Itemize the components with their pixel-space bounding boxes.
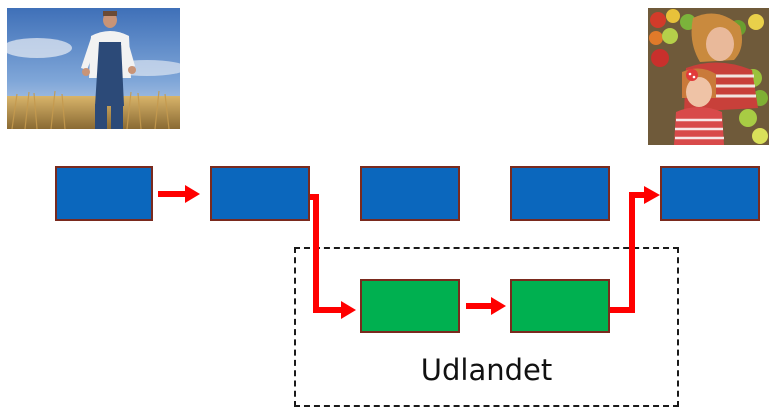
arrowhead-abroad1 [341, 301, 356, 319]
arrowhead-chain5 [644, 186, 660, 204]
chain-step-2 [210, 166, 310, 221]
arrow-chain2-to-abroad1 [310, 194, 343, 313]
arrow-abroad2-to-chain5 [610, 192, 645, 313]
chain-step-1 [55, 166, 153, 221]
abroad-region-label: Udlandet [420, 353, 553, 387]
farmer-image [7, 8, 180, 129]
chain-step-4 [510, 166, 610, 221]
arrowhead-abroad2 [491, 297, 506, 315]
chain-step-3 [360, 166, 460, 221]
abroad-step-2 [510, 279, 610, 333]
chain-step-5 [660, 166, 760, 221]
arrowhead-chain2 [185, 185, 200, 203]
farmer-photo [7, 8, 180, 129]
abroad-step-1 [360, 279, 460, 333]
shoppers-photo [648, 8, 769, 145]
shoppers-image [648, 8, 769, 145]
flow-arrows [158, 185, 660, 319]
